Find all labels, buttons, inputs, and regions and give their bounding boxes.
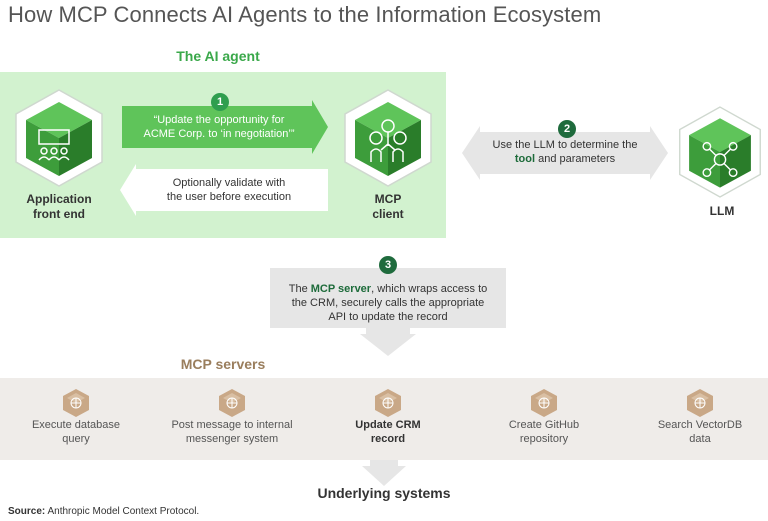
- request-arrow-right: [122, 100, 328, 154]
- server-item-label-line1: Update CRM: [355, 419, 421, 431]
- server-item-label: Search VectorDB data: [630, 418, 768, 446]
- servers-heading: MCP servers: [180, 356, 266, 372]
- source-text: Anthropic Model Context Protocol.: [45, 506, 200, 517]
- server-item-label-line1: Post message to internal: [171, 419, 293, 431]
- underlying-down-arrow: [362, 460, 406, 486]
- step2-text-line1: Use the LLM to determine the: [492, 139, 638, 151]
- server-item-label-line1: Create GitHub: [508, 419, 580, 431]
- step3-text-line3: API to update the record: [328, 311, 448, 323]
- server-cube-icon: [531, 389, 557, 417]
- step2-tool-word: tool: [514, 153, 536, 165]
- server-item-label: Post message to internal messenger system: [162, 418, 302, 446]
- server-cube-icon: [687, 389, 713, 417]
- app-frontend-label: Application front end: [6, 192, 112, 222]
- app-frontend-label-line1: Application: [26, 192, 92, 206]
- server-item-label: Create GitHub repository: [474, 418, 614, 446]
- step3-text-pre: The: [288, 283, 311, 295]
- mcp-client-label: MCP client: [338, 192, 438, 222]
- step1-text: “Update the opportunity for ACME Corp. t…: [125, 113, 313, 141]
- step1-text-line2: ACME Corp. to ‘in negotiation’”: [143, 128, 295, 140]
- llm-double-arrow: [462, 126, 668, 180]
- source-note: Source: Anthropic Model Context Protocol…: [8, 506, 199, 517]
- mcp-client-label-line2: client: [372, 207, 404, 221]
- step3-badge: 3: [379, 256, 397, 274]
- server-item-label-line2: record: [370, 433, 406, 445]
- server-cube-icon: [63, 389, 89, 417]
- underlying-systems-label: Underlying systems: [317, 485, 451, 501]
- app-frontend-label-line2: front end: [33, 207, 85, 221]
- llm-cube-icon: [679, 106, 761, 198]
- server-item-label-line2: data: [689, 433, 711, 445]
- step2-badge: 2: [558, 120, 576, 138]
- server-item-label-line2: query: [62, 433, 90, 445]
- mcp-client-cube-icon: [344, 89, 432, 187]
- llm-label: LLM: [709, 204, 735, 218]
- validate-text-line2: the user before execution: [166, 191, 292, 203]
- server-item-label-line2: messenger system: [185, 433, 279, 445]
- step1-text-line1: “Update the opportunity for: [153, 114, 285, 126]
- validate-arrow-left: [120, 164, 328, 216]
- step3-text-line2: the CRM, securely calls the appropriate: [291, 297, 485, 309]
- app-frontend-cube-icon: [15, 89, 103, 187]
- step1-badge: 1: [211, 93, 229, 111]
- step3-down-arrow: [270, 268, 506, 356]
- step3-mcp-server-word: MCP server: [310, 283, 372, 295]
- page-title: How MCP Connects AI Agents to the Inform…: [8, 2, 602, 27]
- step2-text-rest: and parameters: [535, 153, 616, 165]
- mcp-client-label-line1: MCP: [374, 192, 402, 206]
- validate-text: Optionally validate with the user before…: [134, 176, 324, 204]
- server-cube-icon: [375, 389, 401, 417]
- server-cube-icon: [219, 389, 245, 417]
- step3-text: The MCP server, which wraps access to th…: [272, 282, 504, 324]
- agent-heading: The AI agent: [176, 48, 260, 64]
- server-item-label: Update CRM record: [318, 418, 458, 446]
- server-item-label-line2: repository: [519, 433, 569, 445]
- step2-text-line2: tool and parameters: [478, 152, 652, 166]
- server-item-label: Execute database query: [6, 418, 146, 446]
- server-item-label-line1: Execute database: [31, 419, 121, 431]
- step3-text-line1: The MCP server, which wraps access to: [272, 282, 504, 296]
- step3-text-post: , which wraps access to: [371, 283, 488, 295]
- server-item-label-line1: Search VectorDB: [657, 419, 743, 431]
- step2-text: Use the LLM to determine the tool and pa…: [478, 138, 652, 166]
- source-label: Source:: [8, 506, 46, 517]
- validate-text-line1: Optionally validate with: [172, 177, 286, 189]
